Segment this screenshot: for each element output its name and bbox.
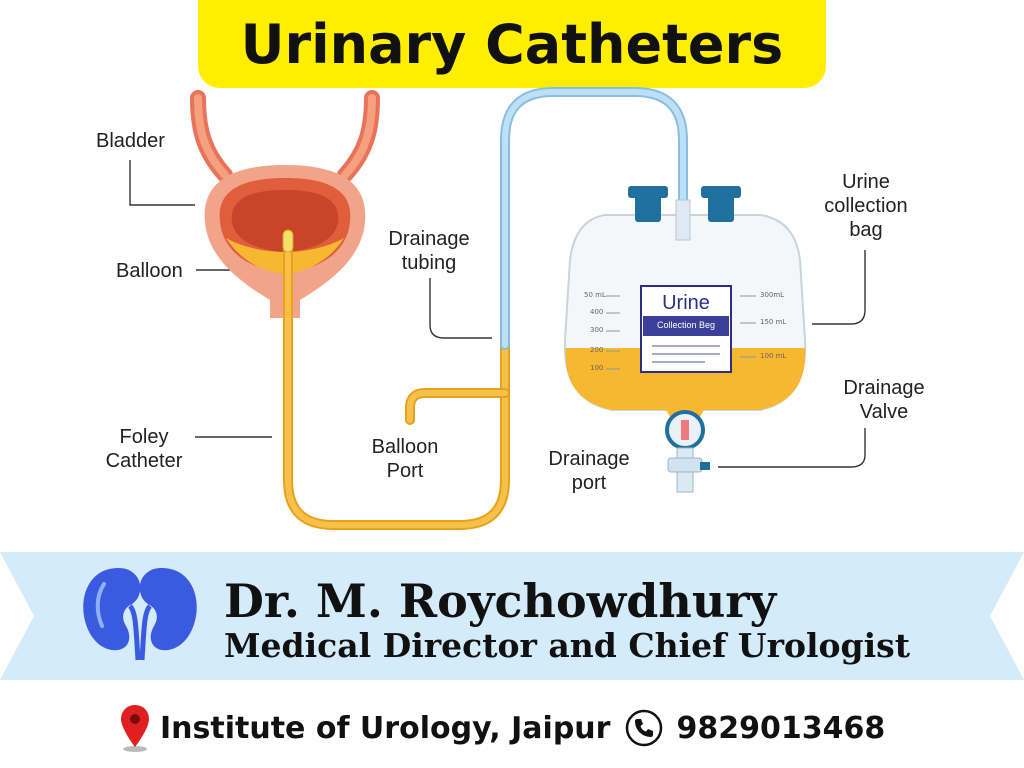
label-drainage-port: Drainage port	[548, 448, 630, 494]
label-balloon: Balloon	[116, 260, 183, 282]
phone-icon	[626, 709, 663, 747]
scale-right-2: 150 mL	[760, 318, 787, 326]
scale-right-3: 100 mL	[760, 352, 787, 360]
footer-address: Institute of Urology, Jaipur	[160, 710, 611, 746]
doctor-name: Dr. M. Roychowdhury	[224, 574, 777, 628]
label-bladder: Bladder	[96, 130, 165, 152]
page-title: Urinary Catheters	[240, 12, 784, 76]
scale-right-1: 300mL	[760, 291, 785, 299]
catheter-tip	[282, 229, 294, 253]
urine-collection-bag	[563, 186, 807, 493]
contact-footer: Institute of Urology, Jaipur 9829013468	[118, 700, 885, 756]
label-urine-collection-bag: Urine collection bag	[824, 171, 908, 241]
label-foley-catheter: Foley Catheter	[105, 426, 183, 472]
label-balloon-port: Balloon Port	[371, 436, 439, 482]
bag-cap-left	[635, 192, 661, 222]
bladder-leader	[129, 160, 195, 206]
foley-catheter-tube	[283, 235, 510, 530]
scale-left-5: 100	[590, 364, 604, 372]
footer-phone: 9829013468	[676, 710, 886, 746]
kidney-icon	[83, 568, 197, 661]
bag-label-title: Urine	[662, 292, 710, 314]
location-pin-icon	[121, 705, 149, 752]
scale-left-4: 200	[590, 346, 604, 354]
bag-cap-right	[708, 192, 734, 222]
leader-lines	[129, 160, 866, 468]
name-banner	[0, 552, 1024, 680]
label-drainage-valve: Drainage Valve	[843, 377, 925, 423]
scale-left-3: 300	[590, 326, 604, 334]
drainage-tubing	[500, 87, 688, 350]
drainage-valve-leader	[718, 428, 866, 468]
scale-left-2: 400	[590, 308, 604, 316]
collection-bag-leader	[812, 250, 866, 325]
scale-left-1: 50 mL	[584, 291, 606, 299]
title-banner: Urinary Catheters	[198, 0, 826, 88]
doctor-role: Medical Director and Chief Urologist	[224, 626, 910, 665]
drainage-tubing-leader	[429, 278, 492, 339]
label-drainage-tubing: Drainage tubing	[388, 228, 470, 274]
ureters	[190, 90, 380, 183]
bag-label-subtitle: Collection Beg	[656, 320, 716, 330]
